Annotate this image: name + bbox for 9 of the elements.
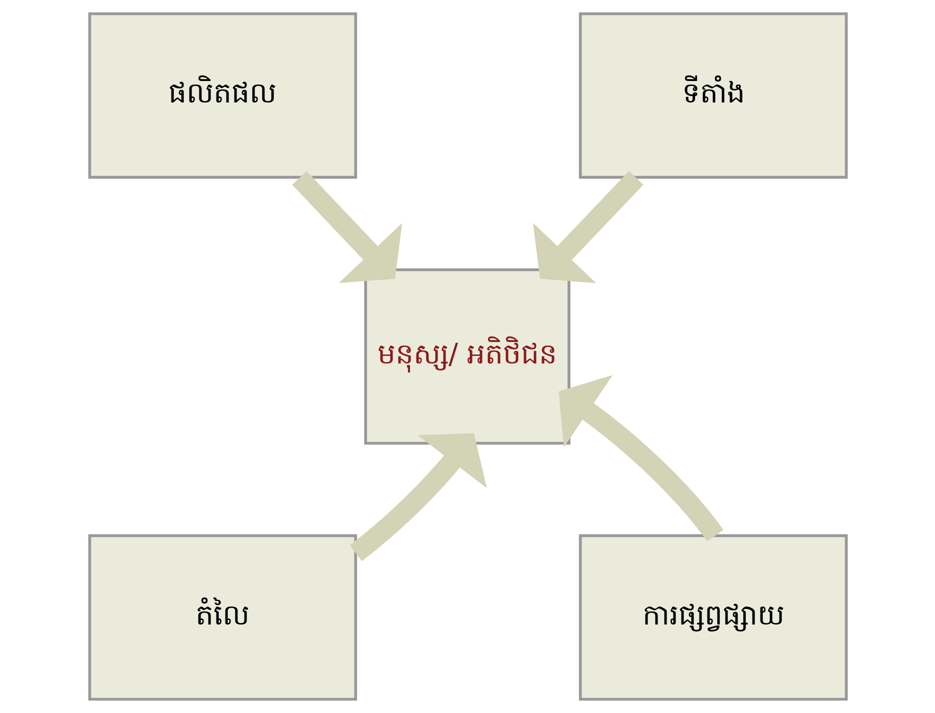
node-box: ទីតាំង: [578, 12, 848, 179]
arrow: [292, 171, 402, 283]
arrow: [532, 171, 643, 284]
node-box: តំលៃ: [88, 534, 357, 701]
node-box: ការផ្សព្វផ្សាយ: [578, 534, 848, 701]
arrow: [558, 375, 723, 542]
node-box: មនុស្ស/ អតិថិជន: [364, 268, 570, 445]
node-box: ផលិតផល: [88, 12, 357, 179]
arrow: [349, 433, 486, 561]
